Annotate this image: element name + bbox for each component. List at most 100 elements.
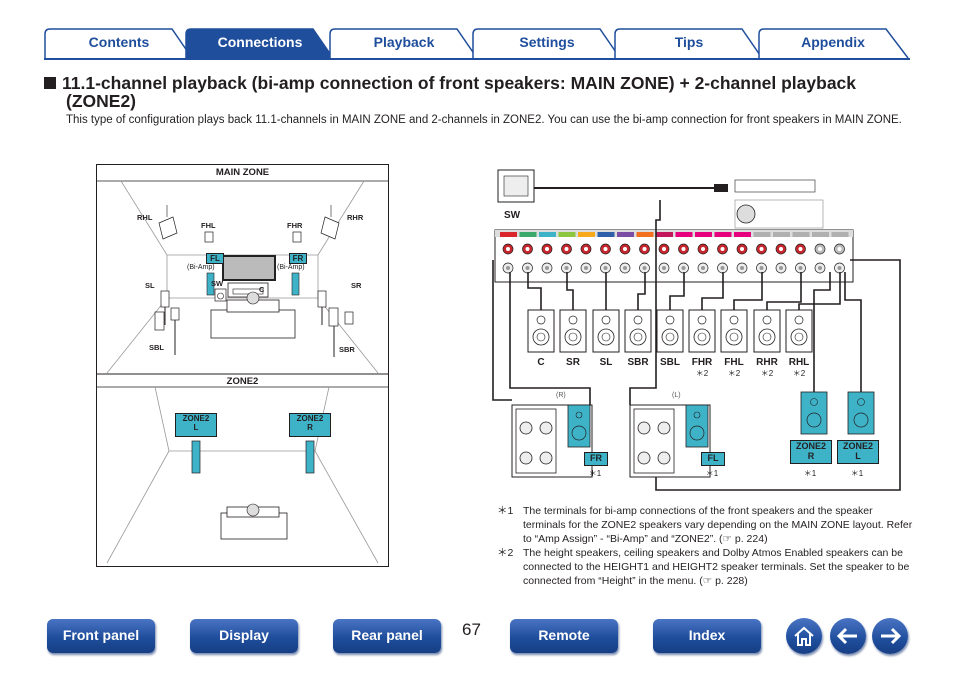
terminal-post-hole bbox=[681, 266, 686, 270]
terminal-post-hole bbox=[740, 247, 744, 251]
intro-paragraph: This type of configuration plays back 11… bbox=[66, 114, 902, 126]
arrow-left-icon bbox=[836, 627, 857, 645]
tab-contents[interactable]: Contents bbox=[44, 28, 194, 58]
bi-amp-post bbox=[539, 451, 553, 465]
tweeter bbox=[762, 315, 772, 325]
terminal-color-tab bbox=[597, 232, 615, 237]
terminal-color-tab bbox=[675, 232, 693, 237]
tag-zone2-r: ZONE2 R bbox=[289, 413, 331, 437]
tag-fr-bi-amp: FR bbox=[584, 452, 608, 466]
terminal-post-hole bbox=[603, 247, 608, 251]
speaker-label-sbl: SBL bbox=[660, 357, 680, 368]
woofer bbox=[661, 328, 679, 346]
label-rhr: RHR bbox=[347, 213, 364, 222]
woofer-cone bbox=[633, 332, 643, 342]
tweeter bbox=[601, 315, 611, 325]
woofer-cone bbox=[729, 332, 739, 342]
speaker-wire bbox=[733, 272, 763, 310]
terminal-color-tab bbox=[792, 232, 810, 237]
tag-line: L bbox=[855, 451, 861, 461]
terminal-post-hole bbox=[642, 247, 647, 251]
terminal-color-tab bbox=[578, 232, 595, 237]
label-r: (R) bbox=[556, 392, 566, 399]
tab-appendix[interactable]: Appendix bbox=[758, 28, 909, 58]
terminal-post-hole bbox=[545, 266, 549, 270]
woofer bbox=[790, 328, 808, 346]
wire-fr bbox=[509, 272, 591, 405]
front-panel-button[interactable]: Front panel bbox=[47, 619, 155, 653]
label-fhr: FHR bbox=[287, 221, 303, 230]
tab-shape bbox=[44, 28, 193, 58]
mark-fl: ＊1 bbox=[705, 469, 719, 478]
index-button[interactable]: Index bbox=[653, 619, 761, 653]
heading-line-2: (ZONE2) bbox=[66, 91, 136, 111]
terminal-post-hole bbox=[837, 266, 842, 270]
sw-label: SW bbox=[504, 210, 521, 221]
tab-underline bbox=[44, 58, 910, 60]
terminal-post-hole bbox=[798, 247, 803, 251]
home-button[interactable] bbox=[786, 618, 822, 654]
tab-tips[interactable]: Tips bbox=[614, 28, 764, 58]
speaker-label-sbr: SBR bbox=[627, 357, 649, 368]
terminal-color-tab bbox=[753, 232, 771, 237]
tweeter bbox=[794, 315, 804, 325]
tab-shape bbox=[758, 28, 909, 58]
room-drawing bbox=[97, 180, 388, 564]
woofer bbox=[532, 328, 550, 346]
terminal-post-hole bbox=[584, 266, 588, 270]
label-bi-amp-r: (Bi-Amp) bbox=[277, 264, 305, 271]
speaker-wire bbox=[669, 272, 685, 310]
speaker-label-rhr: RHR bbox=[756, 357, 778, 368]
speaker-label-rhl: RHL bbox=[788, 357, 810, 368]
terminal-color-tab bbox=[500, 232, 517, 237]
terminal-color-tab bbox=[539, 232, 556, 237]
display-button[interactable]: Display bbox=[190, 619, 298, 653]
tab-settings[interactable]: Settings bbox=[472, 28, 622, 58]
speaker-label-fhl: FHL bbox=[724, 357, 744, 368]
tag-line: ZONE2 bbox=[296, 414, 324, 423]
next-page-button[interactable] bbox=[872, 618, 908, 654]
tag-line: ZONE2 bbox=[795, 441, 826, 451]
speaker-row bbox=[492, 200, 901, 491]
speaker-label-sr: SR bbox=[566, 357, 580, 368]
tweeter bbox=[536, 315, 546, 325]
terminal-color-tab bbox=[714, 232, 732, 237]
tab-connections[interactable]: Connections bbox=[185, 28, 335, 58]
woofer-cone bbox=[568, 332, 578, 342]
terminal-post-hole bbox=[818, 266, 822, 270]
terminal-color-tab bbox=[519, 232, 537, 237]
label-c: C bbox=[259, 285, 265, 294]
rear-panel-button[interactable]: Rear panel bbox=[333, 619, 441, 653]
tab-label: Tips bbox=[674, 34, 704, 50]
wire-fl bbox=[629, 200, 661, 405]
terminal-post-hole bbox=[506, 247, 510, 251]
tab-shape bbox=[185, 28, 334, 58]
mark-zone2-l: ＊1 bbox=[850, 469, 864, 478]
terminal-post-hole bbox=[564, 266, 569, 270]
wiring-drawing bbox=[494, 169, 854, 283]
arrow-right-icon bbox=[881, 627, 902, 645]
bi-amp-post bbox=[657, 451, 671, 465]
terminal-color-tab bbox=[695, 232, 712, 237]
heading-square-icon bbox=[44, 77, 56, 89]
tab-label: Contents bbox=[88, 34, 150, 50]
chapter-tabs: Contents Connections Playback Settings T… bbox=[44, 28, 910, 60]
label-l: (L) bbox=[672, 392, 681, 399]
remote-button[interactable]: Remote bbox=[510, 619, 618, 653]
home-icon bbox=[794, 626, 814, 646]
tab-playback[interactable]: Playback bbox=[329, 28, 479, 58]
tweeter bbox=[857, 398, 865, 406]
woofer-cone bbox=[536, 332, 546, 342]
tag-zone2-l: ZONE2 L bbox=[175, 413, 217, 437]
section-heading: 11.1-channel playback (bi-amp connection… bbox=[44, 74, 924, 110]
footnote-mark: ＊2 bbox=[497, 547, 514, 559]
terminal-color-tab bbox=[734, 232, 751, 237]
terminal-post-hole bbox=[506, 266, 510, 270]
terminal-post-hole bbox=[584, 247, 588, 251]
mark-fr: ＊1 bbox=[588, 469, 602, 478]
speaker-wire bbox=[798, 272, 841, 310]
previous-page-button[interactable] bbox=[830, 618, 866, 654]
page-number: 67 bbox=[462, 620, 481, 639]
bi-amp-post bbox=[519, 451, 533, 465]
terminal-post-hole bbox=[681, 247, 686, 251]
